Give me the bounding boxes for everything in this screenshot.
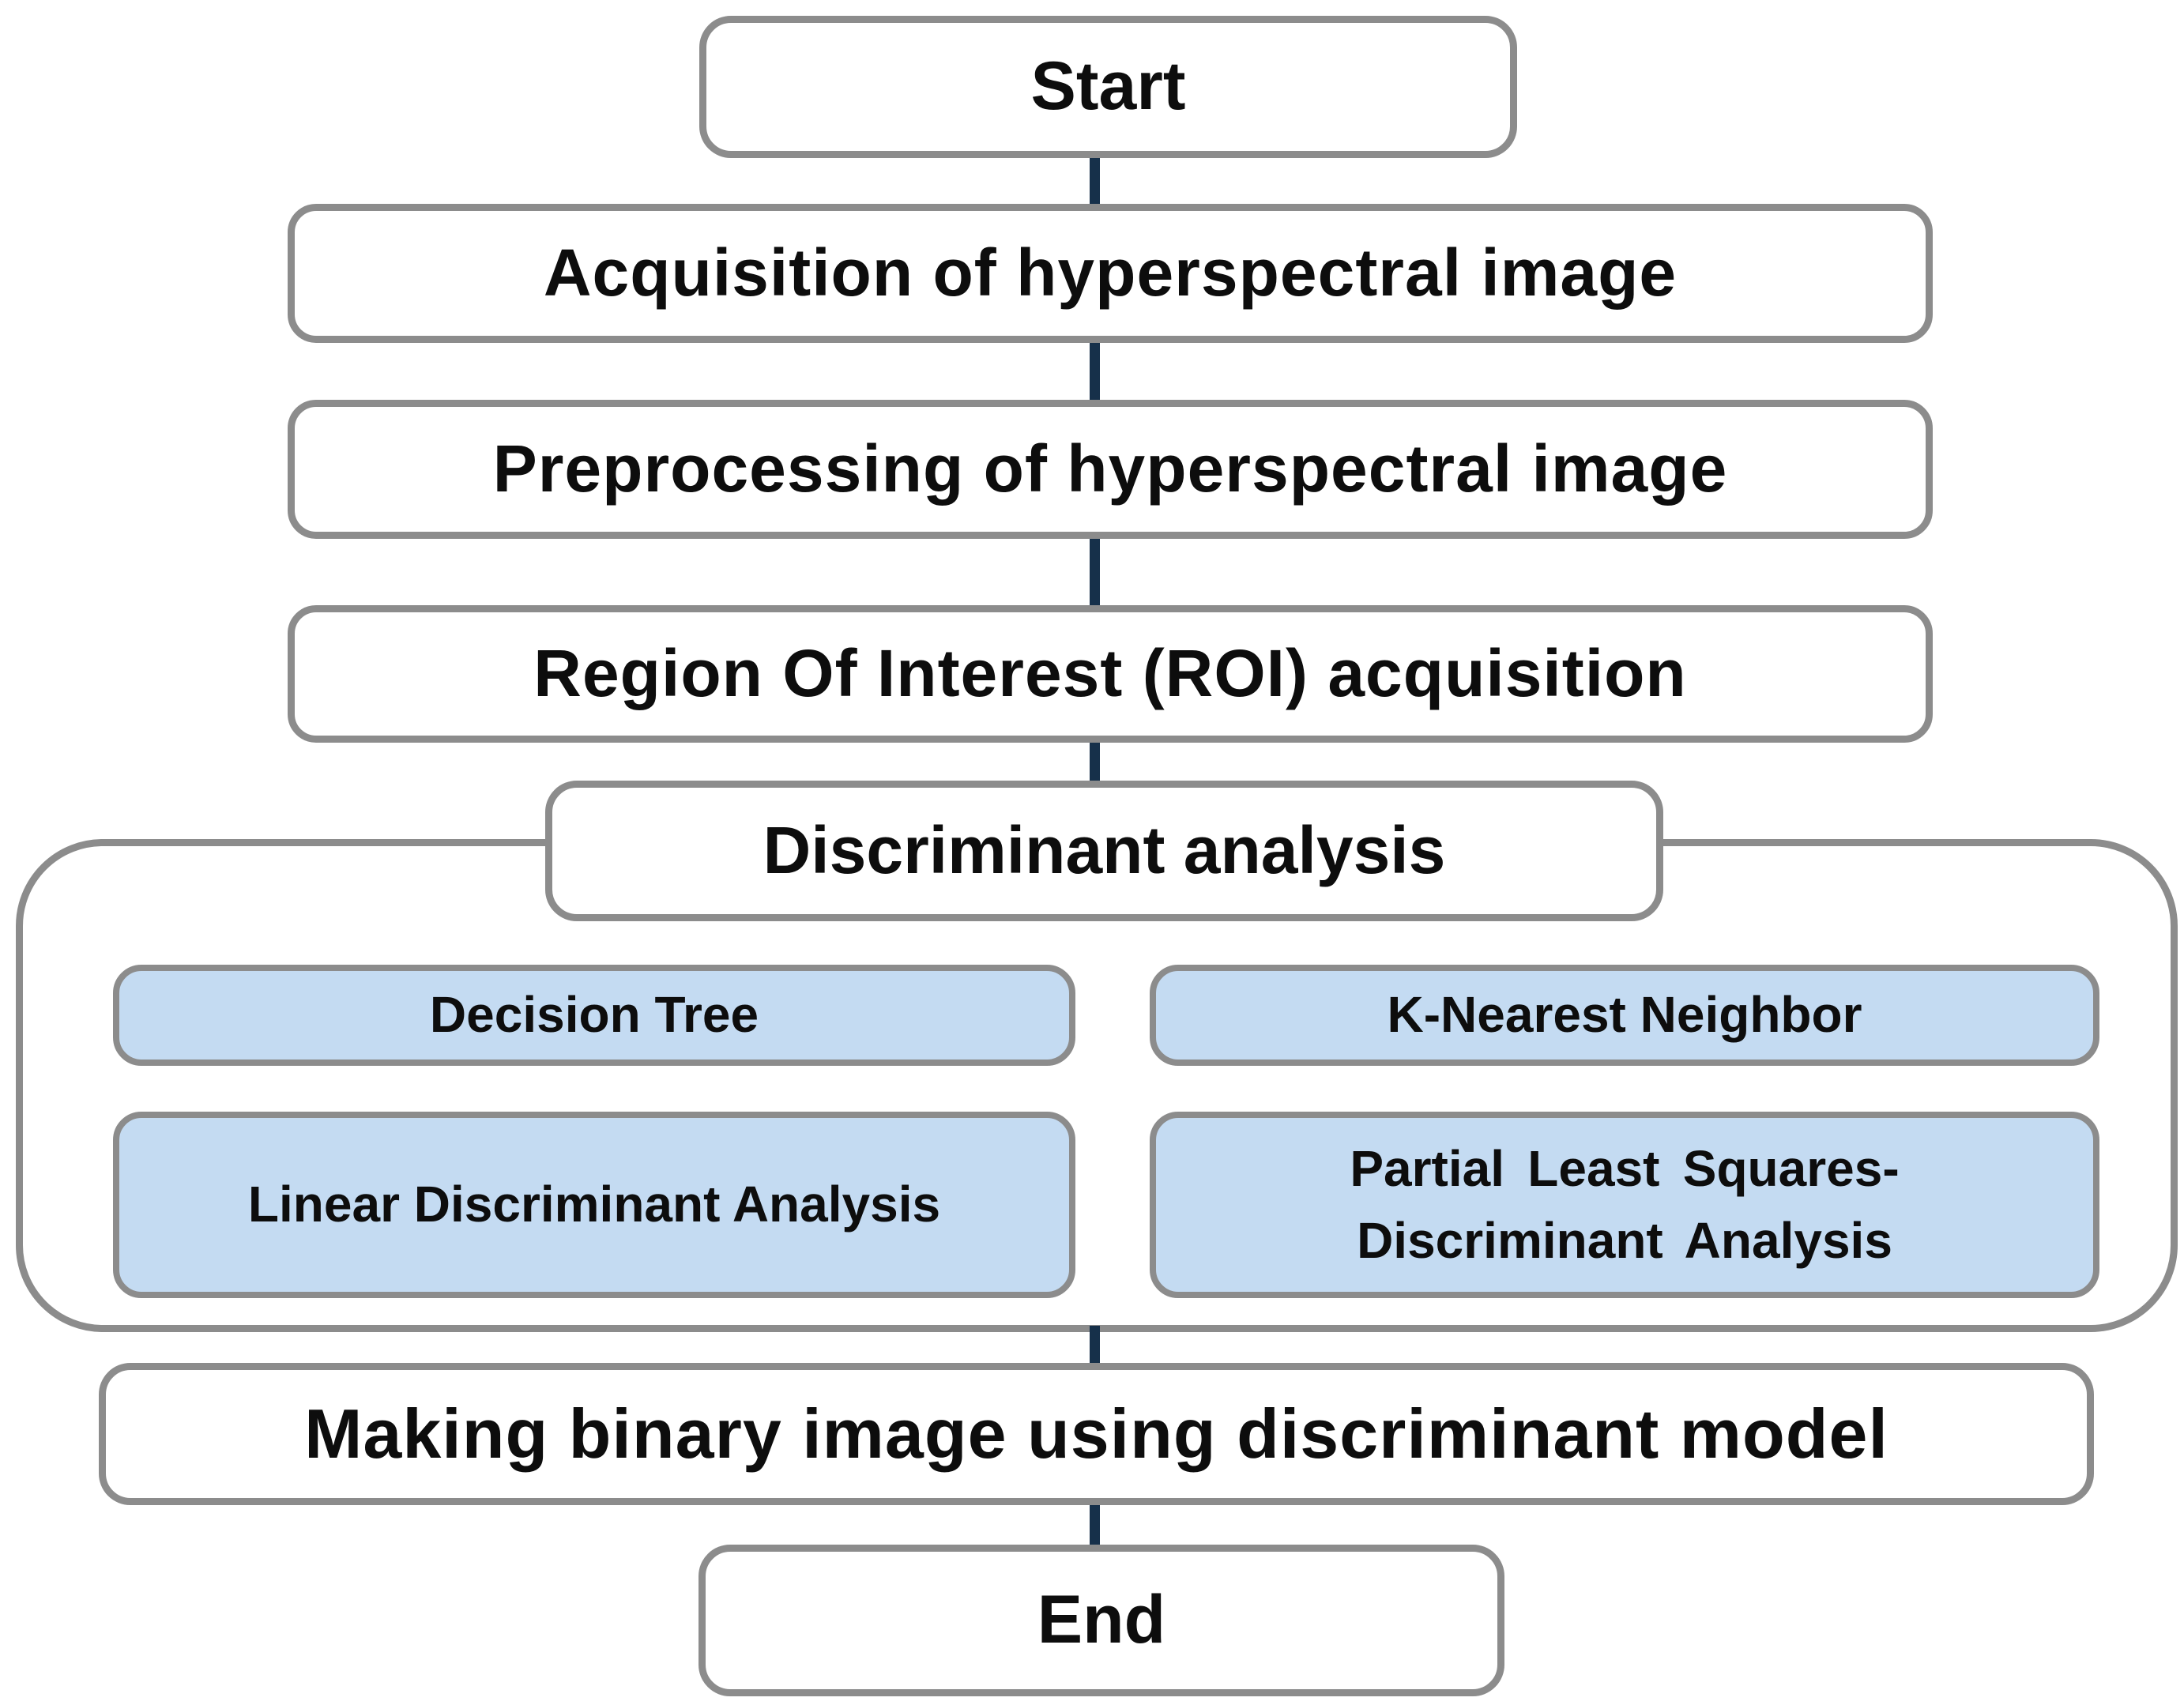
node-preprocessing: Preprocessing of hyperspectral image <box>288 400 1933 539</box>
connector-start-to-acquisition <box>1090 154 1100 209</box>
node-discriminant-analysis-label: Discriminant analysis <box>763 813 1446 888</box>
connector-acquisition-to-preprocessing <box>1090 338 1100 405</box>
node-making-binary-image-label: Making binary image using discriminant m… <box>304 1394 1888 1474</box>
node-discriminant-analysis-header: Discriminant analysis <box>545 781 1663 921</box>
node-pls-discriminant-analysis-line2: Discriminant Analysis <box>1357 1212 1892 1269</box>
connector-roi-to-discriminant <box>1090 737 1100 785</box>
node-k-nearest-neighbor: K-Nearest Neighbor <box>1150 965 2099 1066</box>
node-start-label: Start <box>1030 48 1186 125</box>
node-making-binary-image: Making binary image using discriminant m… <box>99 1363 2094 1505</box>
node-roi-acquisition-label: Region Of Interest (ROI) acquisition <box>533 636 1687 711</box>
connector-discriminant-to-binary <box>1090 1326 1100 1367</box>
connector-binary-to-end <box>1090 1501 1100 1549</box>
connector-preprocessing-to-roi <box>1090 534 1100 609</box>
node-linear-discriminant-analysis: Linear Discriminant Analysis <box>113 1112 1075 1298</box>
node-decision-tree: Decision Tree <box>113 965 1075 1066</box>
node-roi-acquisition: Region Of Interest (ROI) acquisition <box>288 605 1933 743</box>
node-k-nearest-neighbor-label: K-Nearest Neighbor <box>1387 986 1862 1044</box>
node-decision-tree-label: Decision Tree <box>429 986 759 1044</box>
node-acquisition-label: Acquisition of hyperspectral image <box>543 235 1678 311</box>
node-linear-discriminant-analysis-label: Linear Discriminant Analysis <box>247 1176 941 1233</box>
node-preprocessing-label: Preprocessing of hyperspectral image <box>492 431 1728 506</box>
node-pls-discriminant-analysis: Partial Least Squares- Discriminant Anal… <box>1150 1112 2099 1298</box>
node-acquisition: Acquisition of hyperspectral image <box>288 204 1933 343</box>
node-pls-discriminant-analysis-line1: Partial Least Squares- <box>1350 1140 1900 1198</box>
node-end-label: End <box>1037 1582 1166 1658</box>
node-end: End <box>699 1545 1504 1696</box>
node-start: Start <box>699 16 1517 158</box>
